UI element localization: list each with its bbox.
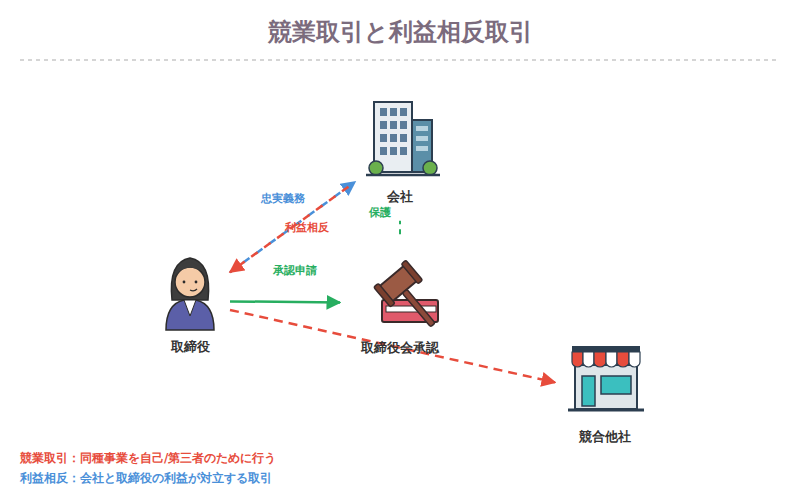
- node-label: 取締役会承認: [340, 338, 460, 358]
- node-label: 取締役: [150, 337, 230, 357]
- diagram-title: 競業取引と利益相反取引: [0, 14, 800, 50]
- icon-node: 会社: [355, 92, 445, 207]
- node-label: 競合他社: [555, 427, 655, 447]
- edge-label: 利益相反: [285, 220, 329, 236]
- connector-arrow: [230, 182, 355, 272]
- definition-note: 利益相反：会社と取締役の利益が対立する取引: [20, 469, 272, 487]
- connector-arrow: [230, 301, 340, 302]
- title-divider: [20, 59, 780, 61]
- definition-note: 競業取引：同種事業を自己/第三者のために行う: [20, 449, 276, 467]
- icon-node: 取締役: [150, 245, 230, 357]
- icon-node: 取締役会承認: [340, 248, 460, 358]
- connector-arrow: [230, 182, 355, 272]
- edge-label: 保護: [369, 205, 391, 221]
- gavel-icon: [374, 260, 449, 338]
- edge-label: 忠実義務: [261, 191, 305, 207]
- connector-arrow: [399, 221, 401, 235]
- building-icon: [366, 102, 440, 175]
- node-label: 会社: [355, 187, 445, 207]
- icon-node: 競合他社: [555, 340, 655, 447]
- connector-arrow: [230, 310, 555, 382]
- edge-label: 承認申請: [273, 263, 317, 279]
- store-icon: [568, 346, 644, 410]
- director-icon: [166, 258, 214, 330]
